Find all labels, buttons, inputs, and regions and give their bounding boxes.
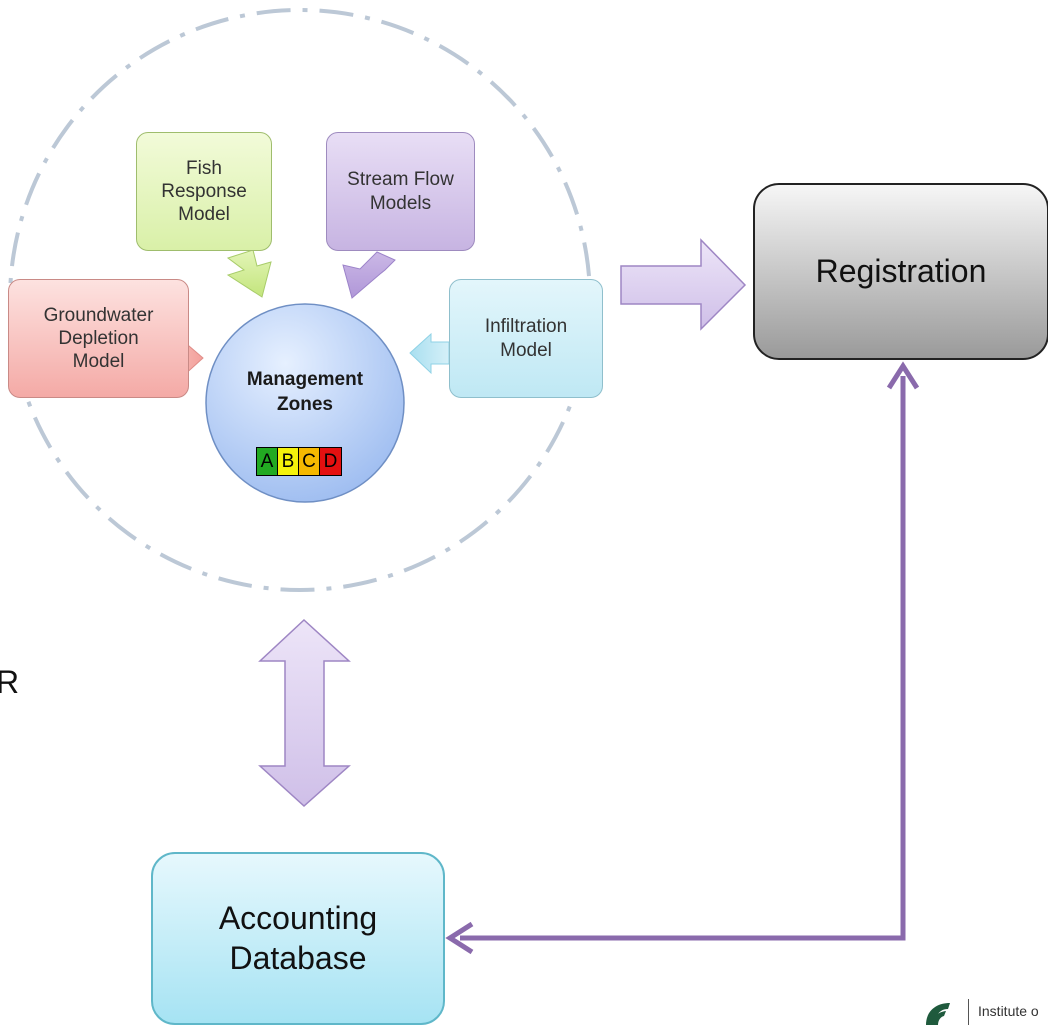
stream-flow-models-label: Stream Flow Models xyxy=(347,169,454,214)
zones-to-registration-arrow xyxy=(620,238,747,331)
zone-c: C xyxy=(299,448,320,475)
fish-response-model-label: Fish Response Model xyxy=(161,157,247,226)
clipped-text-fragment: R xyxy=(0,664,20,700)
groundwater-depletion-model-box: Groundwater Depletion Model xyxy=(8,279,189,398)
registration-database-connector xyxy=(460,376,906,941)
infiltration-model-box: Infiltration Model xyxy=(449,279,603,398)
logo-divider xyxy=(968,999,969,1025)
spartan-helmet-icon xyxy=(926,1003,950,1025)
groundwater-depletion-model-label: Groundwater Depletion Model xyxy=(43,304,154,373)
zone-a: A xyxy=(257,448,278,475)
accounting-database-box: Accounting Database xyxy=(151,852,445,1025)
registration-arrowhead xyxy=(886,361,920,390)
registration-label: Registration xyxy=(815,252,987,289)
database-arrowhead xyxy=(445,921,474,955)
zones-database-double-arrow xyxy=(258,618,351,808)
fish-to-zones-arrow xyxy=(226,249,272,298)
management-zones-label: Management Zones xyxy=(246,369,364,415)
infiltration-to-zones-arrow xyxy=(409,332,450,375)
zone-grid: A B C D xyxy=(256,447,342,476)
zone-d: D xyxy=(320,448,341,475)
fish-response-model-box: Fish Response Model xyxy=(136,132,272,251)
logo-text: Institute o xyxy=(978,1003,1039,1019)
infiltration-model-label: Infiltration Model xyxy=(484,316,568,361)
stream-to-zones-arrow xyxy=(342,251,396,299)
accounting-database-label: Accounting Database xyxy=(218,900,378,976)
management-zones-circle xyxy=(205,303,405,503)
stream-flow-models-box: Stream Flow Models xyxy=(326,132,475,251)
zone-b: B xyxy=(278,448,299,475)
institute-logo: Institute o xyxy=(918,997,1048,1025)
registration-box: Registration xyxy=(753,183,1048,360)
